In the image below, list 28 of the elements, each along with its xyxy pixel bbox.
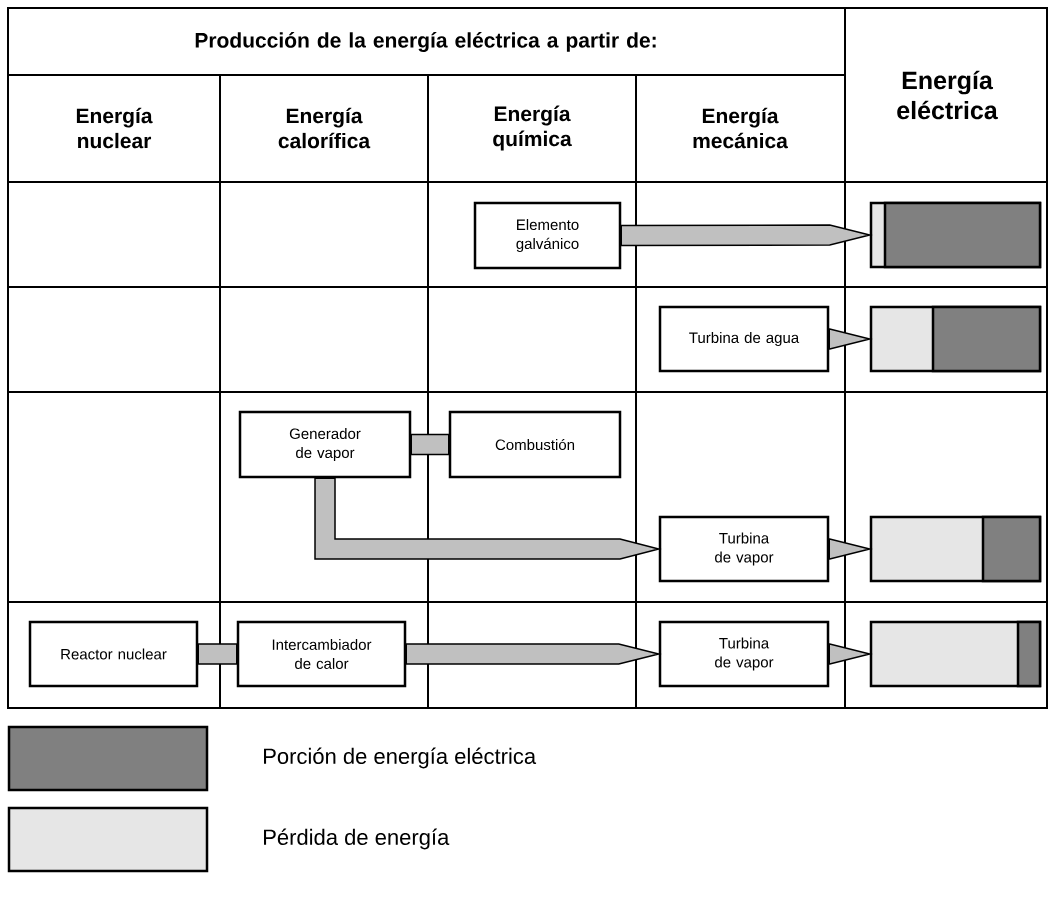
block-arrow <box>405 643 662 665</box>
column-header: Energía mecánica <box>693 107 788 149</box>
block-arrow <box>314 477 662 560</box>
column-header: Energía nuclear <box>76 107 153 149</box>
block-arrow <box>828 538 873 560</box>
block-arrow <box>828 643 873 665</box>
column-header: Energía calorífica <box>278 107 371 149</box>
energy-bar <box>869 620 1042 688</box>
process-box: Generador de vapor <box>238 410 412 479</box>
process-box: Turbina de vapor <box>658 515 830 583</box>
block-arrow <box>828 328 873 350</box>
process-box: Intercambiador de calor <box>236 620 407 688</box>
legend-label: Porción de energía eléctrica <box>264 747 537 769</box>
column-header: Energía eléctrica <box>897 70 998 120</box>
table-title: Producción de la energía eléctrica a partir de: <box>195 32 656 52</box>
block-arrow <box>620 224 873 247</box>
legend-label: Pérdida de energía <box>264 828 450 850</box>
process-box: Elemento galvánico <box>473 201 622 270</box>
energy-bar <box>869 201 1042 269</box>
block-arrow <box>197 643 238 665</box>
process-box: Combustión <box>448 410 622 479</box>
process-box: Turbina de agua <box>658 305 830 373</box>
column-header: Energía química <box>493 105 572 151</box>
energy-bar <box>869 305 1042 373</box>
process-box: Turbina de vapor <box>658 620 830 688</box>
process-box: Reactor nuclear <box>28 620 199 688</box>
block-arrow <box>410 433 450 456</box>
energy-bar <box>869 515 1042 583</box>
